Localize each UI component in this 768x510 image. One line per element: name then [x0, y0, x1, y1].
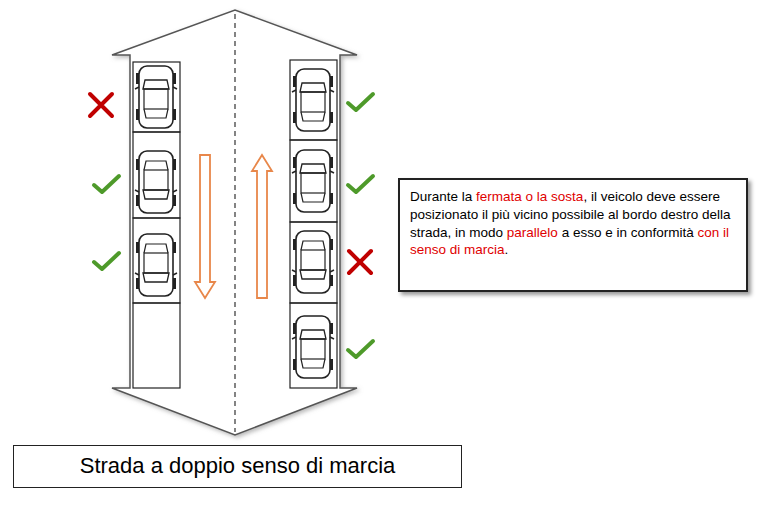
check-mark: [94, 253, 119, 269]
car: [135, 234, 177, 296]
parking-cells: [133, 60, 337, 388]
rear-window: [301, 193, 325, 202]
roof: [144, 89, 168, 109]
direction-arrow-up: [252, 155, 272, 298]
windshield: [300, 83, 326, 92]
mirror: [135, 190, 177, 192]
note-box: Durante la fermata o la sosta, il veicol…: [398, 178, 748, 292]
note-text: fermata o la sosta: [476, 189, 583, 204]
windshield: [300, 330, 326, 339]
rear-window: [301, 112, 325, 121]
title-text: Strada a doppio senso di marcia: [80, 452, 396, 481]
rear-window: [144, 109, 168, 118]
check-mark: [94, 176, 119, 192]
car-body: [139, 151, 173, 213]
parking-cell: [290, 303, 337, 388]
center-line: [234, 14, 235, 432]
rear-window: [301, 359, 325, 368]
parking-cell: [290, 60, 337, 140]
mirror: [292, 171, 334, 173]
roof: [301, 339, 325, 359]
check-mark: [348, 176, 373, 192]
roof: [301, 173, 325, 193]
title-box: Strada a doppio senso di marcia: [13, 445, 462, 488]
rear-window: [144, 161, 168, 170]
road-outline: [112, 10, 357, 435]
mirror: [292, 270, 334, 272]
roof: [301, 250, 325, 270]
windshield: [300, 164, 326, 173]
direction-arrow-down: [195, 155, 215, 298]
roof: [144, 253, 168, 273]
car: [292, 316, 334, 378]
car-body: [139, 234, 173, 296]
roof: [301, 92, 325, 112]
mirror: [135, 273, 177, 275]
note-text: a esso e in conformità: [562, 225, 694, 240]
note-text: parallelo: [507, 225, 558, 240]
parking-cell: [133, 218, 180, 303]
car-body: [296, 150, 330, 212]
car: [135, 66, 177, 128]
car: [135, 151, 177, 213]
car: [292, 231, 334, 293]
parking-cell: [133, 62, 180, 132]
parking-cell: [290, 140, 337, 222]
windshield: [143, 190, 169, 199]
check-mark: [348, 94, 373, 110]
parking-cell: [290, 222, 337, 303]
marks: [90, 94, 373, 357]
rear-window: [144, 244, 168, 253]
car-body: [296, 231, 330, 293]
cross-mark: [90, 94, 112, 116]
car-body: [296, 69, 330, 131]
car: [292, 150, 334, 212]
car: [292, 69, 334, 131]
note-text: .: [505, 242, 509, 257]
windshield: [143, 80, 169, 89]
car-body: [296, 316, 330, 378]
check-mark: [348, 341, 373, 357]
car-body: [139, 66, 173, 128]
mirror: [292, 90, 334, 92]
windshield: [143, 273, 169, 282]
parking-cell: [133, 132, 180, 218]
cars: [135, 66, 334, 378]
mirror: [292, 337, 334, 339]
roof: [144, 170, 168, 190]
parking-cell: [133, 303, 180, 388]
rear-window: [301, 241, 325, 250]
note-text: Durante la: [410, 189, 472, 204]
windshield: [300, 270, 326, 279]
cross-mark: [349, 251, 371, 273]
mirror: [135, 87, 177, 89]
